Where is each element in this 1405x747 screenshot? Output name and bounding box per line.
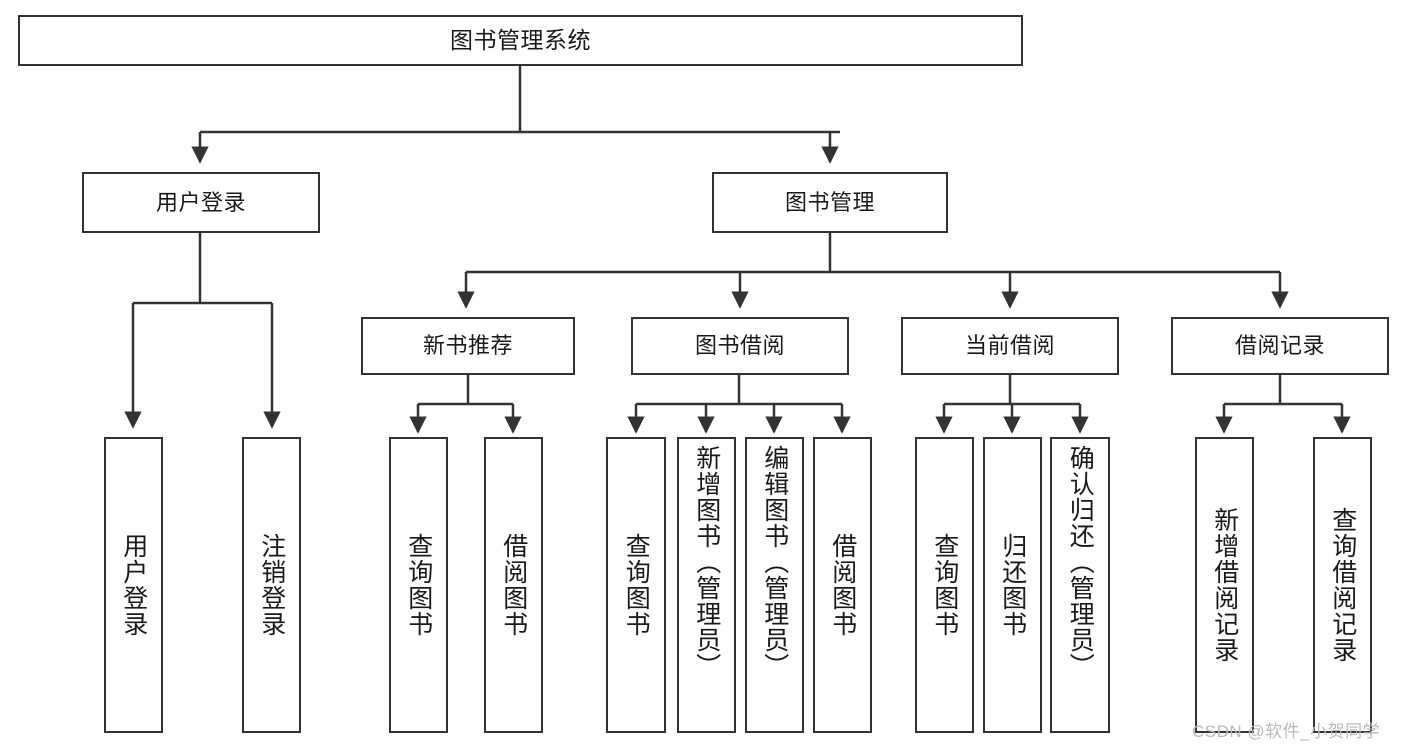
node-current-borrow[interactable]: 当前借阅 xyxy=(901,317,1119,375)
node-label: 确认归还（管理员） xyxy=(1066,445,1095,679)
node-user-login[interactable]: 用户登录 xyxy=(82,172,320,233)
node-label: 借阅图书 xyxy=(499,533,528,637)
node-label: 新增图书（管理员） xyxy=(692,445,721,679)
node-leaf-user-login[interactable]: 用户登录 xyxy=(104,437,163,733)
node-label: 归还图书 xyxy=(998,533,1027,637)
node-borrow-record[interactable]: 借阅记录 xyxy=(1171,317,1389,375)
node-leaf-query-book-recommend[interactable]: 查询图书 xyxy=(389,437,448,733)
node-label: 当前借阅 xyxy=(964,333,1055,359)
node-new-book-recommend[interactable]: 新书推荐 xyxy=(361,317,575,375)
node-label: 新增借阅记录 xyxy=(1210,507,1239,663)
node-leaf-edit-book-admin[interactable]: 编辑图书（管理员） xyxy=(745,437,804,733)
node-label: 用户登录 xyxy=(155,189,246,215)
node-leaf-query-borrow-record[interactable]: 查询借阅记录 xyxy=(1313,437,1372,733)
node-label: 注销登录 xyxy=(257,533,286,637)
node-root-system[interactable]: 图书管理系统 xyxy=(18,15,1023,66)
node-leaf-logout[interactable]: 注销登录 xyxy=(242,437,301,733)
node-label: 查询图书 xyxy=(930,533,959,637)
node-label: 查询图书 xyxy=(404,533,433,637)
node-leaf-query-book-borrow[interactable]: 查询图书 xyxy=(606,437,666,733)
node-label: 借阅记录 xyxy=(1234,333,1325,359)
node-label: 查询图书 xyxy=(622,533,651,637)
node-leaf-return-book[interactable]: 归还图书 xyxy=(983,437,1042,733)
node-leaf-add-borrow-record[interactable]: 新增借阅记录 xyxy=(1195,437,1254,733)
node-label: 用户登录 xyxy=(119,533,148,637)
node-label: 编辑图书（管理员） xyxy=(760,445,789,679)
node-label: 图书借阅 xyxy=(694,333,785,359)
node-leaf-confirm-return-admin[interactable]: 确认归还（管理员） xyxy=(1050,437,1110,733)
node-book-borrow[interactable]: 图书借阅 xyxy=(631,317,849,375)
node-label: 新书推荐 xyxy=(422,333,513,359)
node-book-management[interactable]: 图书管理 xyxy=(712,172,948,233)
node-label: 图书管理 xyxy=(784,189,875,215)
node-leaf-query-book-current[interactable]: 查询图书 xyxy=(915,437,974,733)
watermark-csdn: CSDN @软件_小贺同学 xyxy=(1192,722,1381,741)
node-leaf-borrow-book[interactable]: 借阅图书 xyxy=(813,437,872,733)
node-label: 借阅图书 xyxy=(828,533,857,637)
node-label: 查询借阅记录 xyxy=(1328,507,1357,663)
node-label: 图书管理系统 xyxy=(450,26,591,53)
node-leaf-add-book-admin[interactable]: 新增图书（管理员） xyxy=(677,437,736,733)
node-leaf-borrow-book-recommend[interactable]: 借阅图书 xyxy=(484,437,543,733)
